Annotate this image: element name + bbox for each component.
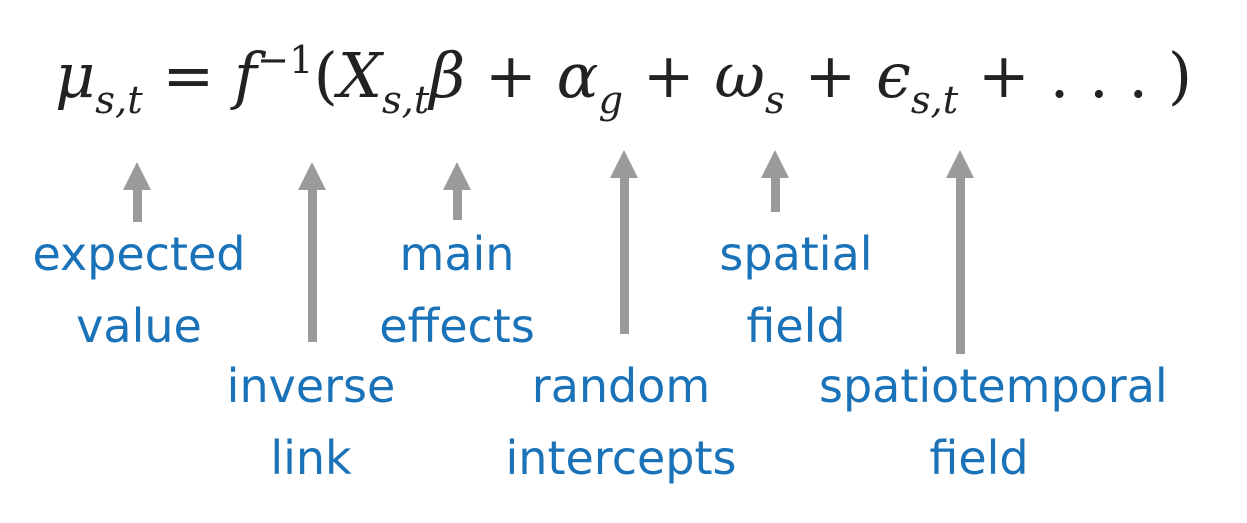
term-mu: μs,t: [54, 39, 143, 120]
omega-subscript: s: [764, 78, 785, 124]
omega-symbol: ω: [714, 39, 765, 112]
label-line: inverse: [226, 359, 396, 413]
beta-symbol: β: [429, 39, 466, 112]
plus-sign: +: [958, 39, 1050, 112]
mu-symbol: μ: [54, 39, 96, 112]
label-random-intercepts: random intercepts: [461, 350, 781, 494]
mu-subscript: s,t: [95, 78, 143, 124]
term-inverse-link: f−1: [234, 39, 314, 112]
epsilon-subscript: s,t: [910, 78, 959, 124]
model-equation: μs,t = f−1(Xs,tβ + αg + ωs + ϵs,t + . . …: [0, 36, 1247, 120]
label-expected-value: expected value: [0, 218, 299, 362]
label-line: expected: [32, 227, 246, 281]
label-spatiotemporal-field: spatiotemporal field: [819, 350, 1168, 494]
arrow-spatiotemporal-field: [946, 150, 974, 354]
plus-sign: +: [465, 39, 557, 112]
ellipsis: . . .: [1049, 39, 1168, 112]
label-line: link: [270, 431, 352, 485]
label-main-effects: main effects: [297, 218, 617, 362]
term-spatial-field: ωs: [714, 39, 784, 120]
f-superscript: −1: [256, 38, 314, 84]
arrow-main-effects: [443, 162, 471, 220]
f-symbol: f: [234, 39, 257, 112]
label-line: field: [929, 431, 1029, 485]
term-spatiotemporal-field: ϵs,t: [876, 39, 958, 120]
alpha-symbol: α: [556, 39, 599, 112]
label-line: random: [531, 359, 711, 413]
epsilon-symbol: ϵ: [876, 39, 911, 112]
right-paren: ): [1167, 39, 1193, 112]
arrow-inverse-link: [298, 162, 326, 342]
arrow-expected-value: [123, 162, 151, 222]
label-line: field: [746, 299, 846, 353]
term-random-intercepts: αg: [556, 39, 623, 120]
label-line: intercepts: [505, 431, 737, 485]
plus-sign: +: [623, 39, 715, 112]
label-line: spatiotemporal: [819, 359, 1168, 413]
label-line: main: [399, 227, 515, 281]
x-symbol: X: [337, 39, 382, 112]
alpha-subscript: g: [598, 78, 624, 124]
x-subscript: s,t: [381, 78, 430, 124]
label-line: effects: [379, 299, 535, 353]
plus-sign: +: [784, 39, 877, 112]
equals-sign: =: [142, 39, 235, 112]
label-line: value: [76, 299, 202, 353]
term-main-effects: Xs,tβ: [337, 39, 466, 120]
arrow-spatial-field: [761, 150, 789, 212]
label-line: spatial: [719, 227, 873, 281]
arrow-random-intercepts: [610, 150, 638, 334]
label-spatial-field: spatial field: [636, 218, 956, 362]
label-inverse-link: inverse link: [151, 350, 471, 494]
left-paren: (: [313, 39, 338, 112]
